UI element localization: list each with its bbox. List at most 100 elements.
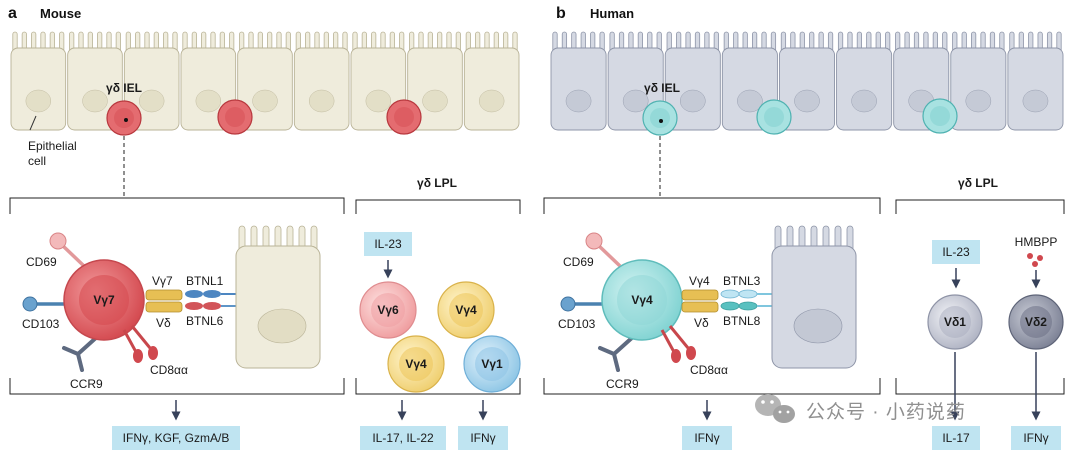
human-lpl-right-output-text: IFNγ <box>1023 431 1048 445</box>
cd69-molecule <box>49 232 67 250</box>
panel-a: a Mouse γδ IEL Epithelial cell CD69 <box>8 5 521 450</box>
epithelial-cell-label-line1: Epithelial <box>28 139 77 153</box>
mouse-lpl-vg6-cell <box>359 281 417 339</box>
panel-b: b Human γδ IEL CD69 CD103 CCR9 Vγ <box>543 5 1065 450</box>
epithelial-column-cell <box>10 31 67 131</box>
mouse-iel-output-box <box>112 426 240 450</box>
mouse-il23-box <box>364 232 412 256</box>
mouse-epithelium <box>10 31 520 131</box>
hmbpp-molecules <box>1027 253 1043 267</box>
mouse-lpl-vg4-label-top: Vγ4 <box>455 303 477 317</box>
btnl8-label: BTNL8 <box>723 314 761 328</box>
human-iel-cell <box>922 98 958 134</box>
mouse-iel-cell <box>386 99 422 135</box>
hmbpp-label: HMBPP <box>1015 235 1058 249</box>
human-lpl-left-output-text: IL-17 <box>942 431 970 445</box>
ccr9-receptor <box>62 334 100 372</box>
cd103-label: CD103 <box>22 317 60 331</box>
human-lpl-title: γδ LPL <box>958 176 998 190</box>
epithelial-column-cell <box>550 31 607 131</box>
mouse-lpl-vg6-label: Vγ6 <box>377 303 399 317</box>
btnl1-label: BTNL1 <box>186 274 224 288</box>
human-zoomed-epithelial-cell <box>771 225 857 369</box>
cd8aa-head-2 <box>148 346 158 360</box>
human-cd8aa-stalk-2 <box>668 325 690 349</box>
human-iel-label: γδ IEL <box>644 81 680 95</box>
mouse-lpl-left-output-text: IL-17, IL-22 <box>372 431 434 445</box>
mouse-iel-cell <box>106 100 142 136</box>
human-cd8aa-label: CD8αα <box>690 363 728 377</box>
human-iel-cell <box>642 100 678 136</box>
mouse-il23-text: IL-23 <box>374 237 402 251</box>
human-il23-text: IL-23 <box>942 245 970 259</box>
human-lpl-vd1-cell <box>927 294 983 350</box>
human-cd8aa-stalk-1 <box>660 329 676 353</box>
panel-b-title: Human <box>590 6 634 21</box>
mouse-lpl-vg4-label-bottom: Vγ4 <box>405 357 427 371</box>
mouse-vg7-nucleus <box>79 275 129 325</box>
mouse-lpl-title: γδ LPL <box>417 176 457 190</box>
mouse-lpl-vg1-label: Vγ1 <box>481 357 503 371</box>
iel-zoom-bracket-top <box>9 197 345 214</box>
epithelial-column-cell <box>893 31 950 131</box>
human-lpl-bracket-top <box>895 199 1065 214</box>
human-cd69-stalk <box>596 243 622 268</box>
epithelial-column-cell <box>407 31 463 131</box>
panel-a-title: Mouse <box>40 6 81 21</box>
human-cd69-molecule <box>585 232 603 250</box>
human-iel-bracket-bottom <box>543 378 881 395</box>
mouse-zoomed-epithelial-cell <box>235 225 321 369</box>
epithelial-column-cell <box>950 31 1007 131</box>
watermark-text: 公众号 · 小药说药 <box>806 401 966 423</box>
tcr-vd-chain <box>145 301 183 313</box>
ccr9-label: CCR9 <box>70 377 103 391</box>
human-vg4-nucleus <box>617 275 667 325</box>
lpl-bracket-bottom <box>355 378 521 395</box>
tcr-vg-chain <box>145 289 183 301</box>
cd8aa-stalk-2 <box>130 325 152 349</box>
mouse-lpl-right-output-text: IFNγ <box>470 431 495 445</box>
human-cd69-label: CD69 <box>563 255 594 269</box>
human-ccr9-label: CCR9 <box>606 377 639 391</box>
panel-a-letter: a <box>8 5 17 22</box>
epithelial-column-cell <box>293 31 350 131</box>
cd8aa-head-1 <box>133 349 143 363</box>
vg-chain-label: Vγ7 <box>152 274 173 288</box>
mouse-iel-label: γδ IEL <box>106 81 142 95</box>
epithelial-column-cell <box>778 31 836 131</box>
mouse-iel-cell <box>217 99 253 135</box>
lpl-bracket-top <box>355 199 521 214</box>
human-iel-bracket-top <box>543 197 881 214</box>
human-lpl-right-output-box <box>1011 426 1061 450</box>
mouse-lpl-left-output-box <box>360 426 446 450</box>
epithelial-column-cell <box>237 31 293 131</box>
epithelial-column-cell <box>836 31 893 131</box>
mouse-lpl-vg4-cell-top <box>437 281 495 339</box>
human-lpl-bracket-bottom <box>895 378 1065 395</box>
cd103-molecule <box>22 296 38 312</box>
human-lpl-vd2-label: Vδ2 <box>1025 315 1047 329</box>
human-epithelium <box>550 31 1064 131</box>
human-lpl-vd1-label: Vδ1 <box>944 315 966 329</box>
human-lpl-vd2-cell <box>1008 294 1064 350</box>
human-cd8aa-head-1 <box>671 349 681 363</box>
human-vg-chain-label: Vγ4 <box>689 274 710 288</box>
epithelial-leader-line <box>29 115 37 131</box>
cd69-stalk <box>60 243 86 268</box>
human-cd103-label: CD103 <box>558 317 596 331</box>
human-cd8aa-head-2 <box>686 346 696 360</box>
human-tcr-vg-chain <box>681 289 719 301</box>
human-iel-cell <box>756 99 792 135</box>
mouse-vg7-label: Vγ7 <box>93 293 115 307</box>
human-cd103-molecule <box>560 296 576 312</box>
human-iel-output-box <box>682 426 732 450</box>
human-il23-box <box>932 240 980 264</box>
epithelial-column-cell <box>664 31 721 131</box>
mouse-lpl-right-output-box <box>458 426 508 450</box>
mouse-iel-output-text: IFNγ, KGF, GzmA/B <box>123 431 230 445</box>
epithelial-column-cell <box>463 31 520 131</box>
human-tcr-vd-chain <box>681 301 719 313</box>
cd8aa-stalk-1 <box>122 329 138 353</box>
epithelial-column-cell <box>1007 31 1064 131</box>
